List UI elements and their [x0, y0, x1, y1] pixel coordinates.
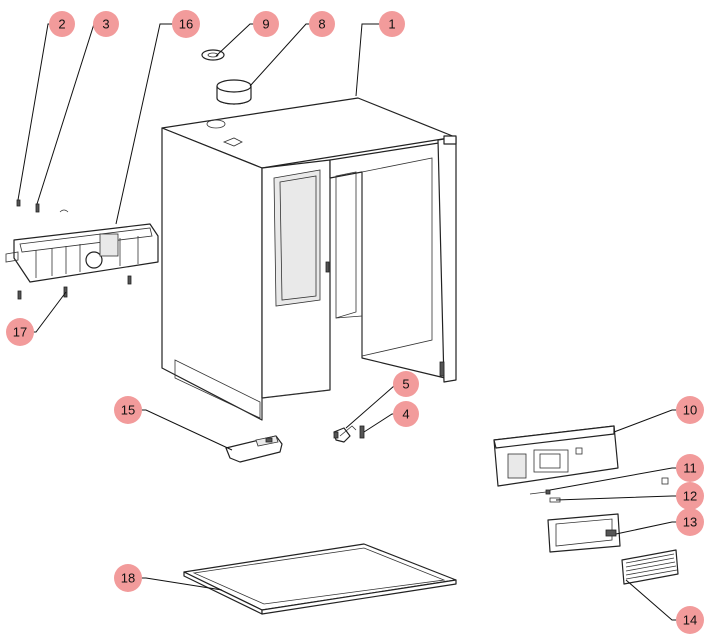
callout-1: 1	[379, 11, 405, 37]
screws-left	[16, 199, 132, 300]
callout-10: 10	[676, 396, 704, 424]
callout-15: 15	[114, 396, 142, 424]
callout-18: 18	[114, 564, 142, 592]
callout-label-14: 14	[683, 613, 697, 628]
part-10-panel	[493, 425, 619, 487]
callout-label-16: 16	[179, 17, 193, 32]
part-13-frame	[547, 513, 621, 553]
callout-label-15: 15	[121, 403, 135, 418]
leader-15	[128, 409, 233, 451]
callout-17: 17	[6, 318, 34, 346]
callout-3: 3	[93, 11, 119, 37]
part-18-base	[183, 543, 457, 615]
callout-label-11: 11	[683, 461, 697, 476]
callout-8: 8	[309, 11, 335, 37]
callout-label-9: 9	[262, 17, 269, 32]
part-9-ring	[201, 49, 225, 61]
leader-3	[36, 23, 106, 205]
callout-label-5: 5	[402, 377, 409, 392]
leader-2	[17, 23, 62, 201]
callout-4: 4	[393, 401, 419, 427]
part-16-tray	[5, 223, 159, 283]
part-14-grille	[621, 549, 679, 585]
callout-label-17: 17	[13, 325, 27, 340]
callout-label-1: 1	[388, 17, 395, 32]
callout-11: 11	[676, 454, 704, 482]
callout-9: 9	[253, 11, 279, 37]
part-4-5-bracket	[333, 425, 365, 443]
callout-16: 16	[172, 10, 200, 38]
part-11-12-fasteners	[529, 477, 669, 503]
callout-2: 2	[49, 11, 75, 37]
callout-label-10: 10	[683, 403, 697, 418]
leader-12	[555, 495, 690, 501]
callout-label-4: 4	[402, 407, 409, 422]
callout-label-2: 2	[58, 17, 65, 32]
leader-1	[355, 23, 380, 97]
part-8-cap	[216, 79, 252, 105]
callout-label-13: 13	[683, 515, 697, 530]
callout-label-12: 12	[683, 489, 697, 504]
callout-label-8: 8	[318, 17, 325, 32]
callout-13: 13	[676, 508, 704, 536]
callout-label-18: 18	[121, 571, 135, 586]
callout-12: 12	[676, 482, 704, 510]
callout-5: 5	[393, 371, 419, 397]
part-15-foot	[225, 435, 283, 463]
callout-label-3: 3	[102, 17, 109, 32]
callout-14: 14	[676, 606, 704, 634]
cabinet-body	[161, 97, 457, 421]
